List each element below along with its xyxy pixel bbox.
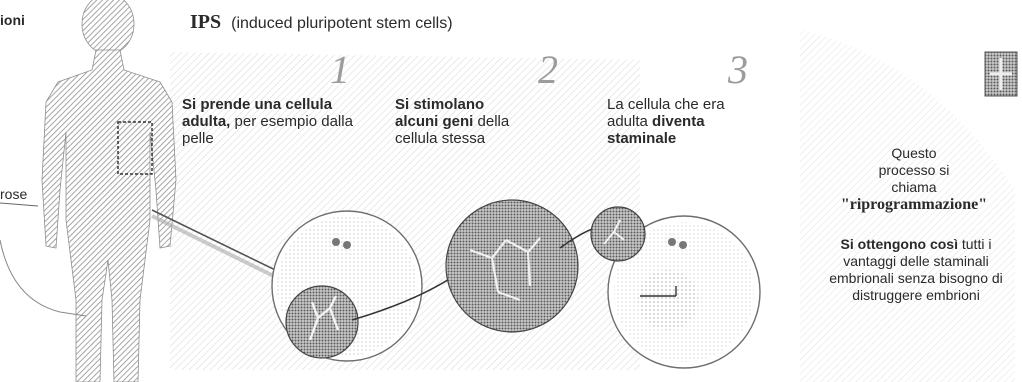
process-term: "riprogrammazione" xyxy=(814,196,1014,213)
step-1-text: Si prende una cellula adulta, per esempi… xyxy=(182,96,362,147)
step-2-text: Si stimolano alcuni geni della cellula s… xyxy=(395,96,525,147)
caption-underline xyxy=(0,203,38,206)
page-title: IPS (induced pluripotent stem cells) xyxy=(190,14,453,32)
step-3-number: 3 xyxy=(728,46,748,93)
conclusion-lead: Si ottengono così xyxy=(841,236,958,252)
step-1-number: 1 xyxy=(330,46,350,93)
cropped-fragment-top: ioni xyxy=(0,12,25,29)
title-acronym: IPS xyxy=(190,11,221,33)
title-expansion: (induced pluripotent stem cells) xyxy=(231,15,452,32)
process-lead: Questo processo si chiama xyxy=(869,145,959,196)
human-silhouette-icon xyxy=(42,0,176,382)
cropped-fragment-mid: rose xyxy=(0,186,27,203)
step-3-text: La cellula che era adulta diventa stamin… xyxy=(607,96,737,147)
process-caption: Questo processo si chiama "riprogrammazi… xyxy=(814,145,1014,213)
adult-cell-icon xyxy=(272,211,422,361)
step-2-number: 2 xyxy=(538,46,558,93)
step-2-bold: Si stimolano alcuni geni xyxy=(395,96,484,130)
conclusion-text: Si ottengono così tutti i vantaggi delle… xyxy=(826,236,1006,304)
stimulated-cell-icon xyxy=(446,200,578,332)
